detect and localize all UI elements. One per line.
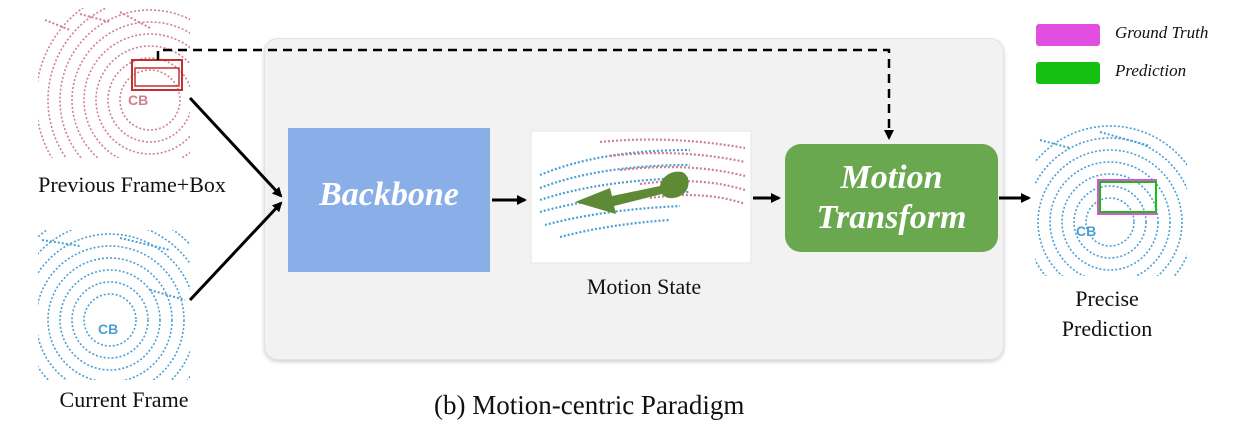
arrow-current-to-backbone [188,201,283,302]
motion-transform-line1: Motion [840,159,943,196]
arrow-prev-to-backbone [188,96,283,198]
precise-prediction-line1: Precise [1075,286,1139,311]
previous-frame-image: CB [38,8,190,158]
precise-prediction-image: CB [1035,124,1187,276]
svg-text:CB: CB [98,321,118,337]
svg-text:CB: CB [1076,223,1096,239]
precise-prediction-line2: Prediction [1061,316,1153,341]
motion-transform-label-box: Motion Transform [785,144,998,252]
backbone-shape [288,128,490,272]
motion-transform-block [785,144,998,252]
prediction-swatch [1036,62,1100,84]
motion-state-image [530,130,752,264]
figure-caption: (b) Motion-centric Paradigm [434,390,745,420]
motion-state-label: Motion State [586,274,702,299]
motion-transform-line2: Transform [816,199,967,236]
current-frame-label: Current Frame [59,387,189,412]
motion-arrow-icon [575,171,689,214]
ground-truth-label: Ground Truth [1115,23,1209,42]
current-frame-image: CB [38,230,190,380]
prediction-label: Prediction [1115,61,1187,80]
previous-frame-label: Previous Frame+Box [38,172,226,197]
ground-truth-swatch [1036,24,1100,46]
dashed-arrow [156,48,894,140]
backbone-label: Backbone [319,176,459,213]
svg-text:CB: CB [128,92,148,108]
